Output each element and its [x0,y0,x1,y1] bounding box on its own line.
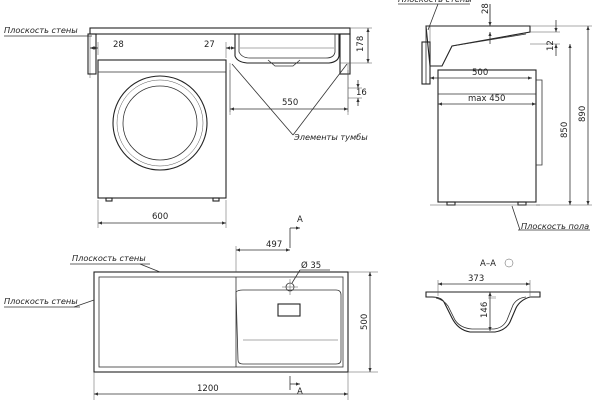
front-view: Плоскость стены 28 27 [4,25,372,228]
section-title: А–А [480,259,496,269]
countertop-plan [93,271,349,373]
section-view: А–А 373 146 [425,258,541,333]
dim-max-depth: max 450 [468,94,505,104]
overflow-slot [277,303,301,317]
washing-machine-body [97,59,227,199]
wall-bracket [87,33,97,75]
dim-section-width: 373 [468,274,484,284]
section-mark-bottom: А [297,387,303,397]
machine-door-outer [112,75,208,171]
dim-right-overhang: 27 [204,40,215,50]
bowl-plan [235,289,342,365]
dim-plan-length: 1200 [197,384,219,394]
section-profile [425,291,541,333]
section-symbol [504,258,514,268]
wall-label-front: Плоскость стены [4,25,78,35]
sink-bowl-front [234,34,340,64]
dim-machine-width: 600 [152,212,168,222]
wall-label-plan-left: Плоскость стены [4,296,78,306]
countertop-side [425,25,531,67]
dim-drain-diameter: Ø 35 [301,260,321,271]
side-support [339,33,351,75]
dim-left-overhang: 28 [113,40,124,50]
dim-height-machine: 850 [560,122,570,138]
countertop-front [89,27,351,35]
dim-top: 28 [481,3,491,14]
dim-drain-offset: 497 [266,240,282,250]
section-mark-top: А [297,215,303,225]
dim-section-depth: 146 [480,302,490,318]
washing-machine-side [437,69,537,203]
wall-label-plan-top: Плоскость стены [72,253,146,263]
machine-door-glass [122,85,198,161]
dim-height-total: 890 [578,106,588,122]
cabinet-elements-label: Элементы тумбы [293,132,368,142]
wall-label-side: Плоскость стены [398,0,472,4]
dim-bowl-depth: 178 [356,36,366,52]
dim-step: 12 [546,40,556,51]
plan-view: Плоскость стены Плоскость стены А А 497 … [4,215,378,400]
dim-rim: 16 [356,88,367,98]
dim-bowl-width: 550 [282,98,298,108]
dim-depth: 500 [472,68,488,78]
floor-label: Плоскость пола [521,221,589,231]
side-view: Плоскость стены 28 12 500 max 450 [398,0,592,231]
dim-plan-width: 500 [360,314,370,330]
